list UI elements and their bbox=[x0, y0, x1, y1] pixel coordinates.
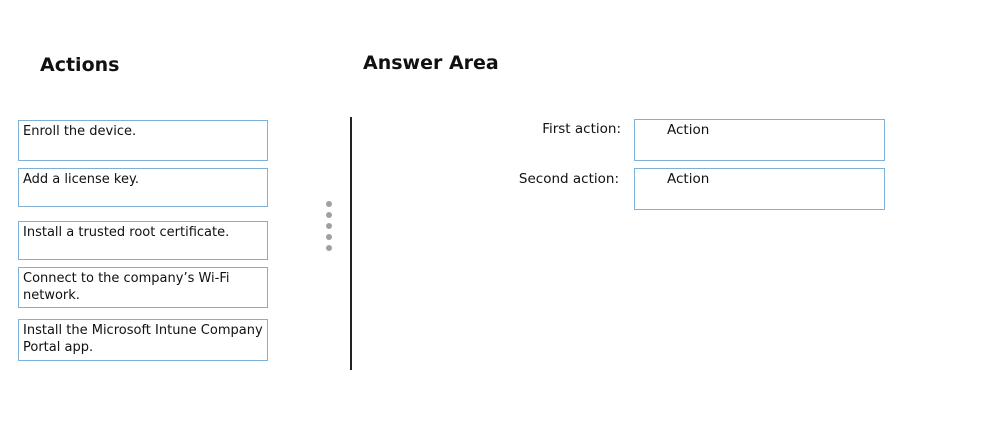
actions-heading: Actions bbox=[40, 54, 120, 76]
answer-area-heading: Answer Area bbox=[363, 52, 499, 74]
action-item-add-license-key[interactable]: Add a license key. bbox=[18, 168, 268, 207]
first-action-label: First action: bbox=[542, 121, 621, 137]
action-item-install-root-certificate[interactable]: Install a trusted root certificate. bbox=[18, 221, 268, 260]
action-item-connect-wifi[interactable]: Connect to the company’s Wi-Fi network. bbox=[18, 267, 268, 308]
second-action-value: Action bbox=[667, 171, 710, 187]
action-item-enroll-device[interactable]: Enroll the device. bbox=[18, 120, 268, 161]
handle-dot bbox=[326, 234, 332, 240]
handle-dot bbox=[326, 212, 332, 218]
column-divider bbox=[350, 117, 352, 370]
handle-dot bbox=[326, 201, 332, 207]
first-action-value: Action bbox=[667, 122, 710, 138]
second-action-label: Second action: bbox=[518, 171, 619, 187]
second-action-drop-target[interactable]: Action bbox=[634, 168, 885, 210]
first-action-drop-target[interactable]: Action bbox=[634, 119, 885, 161]
handle-dot bbox=[326, 245, 332, 251]
action-item-install-company-portal[interactable]: Install the Microsoft Intune Company Por… bbox=[18, 319, 268, 361]
handle-dot bbox=[326, 223, 332, 229]
drag-handle-icon[interactable] bbox=[326, 201, 333, 256]
